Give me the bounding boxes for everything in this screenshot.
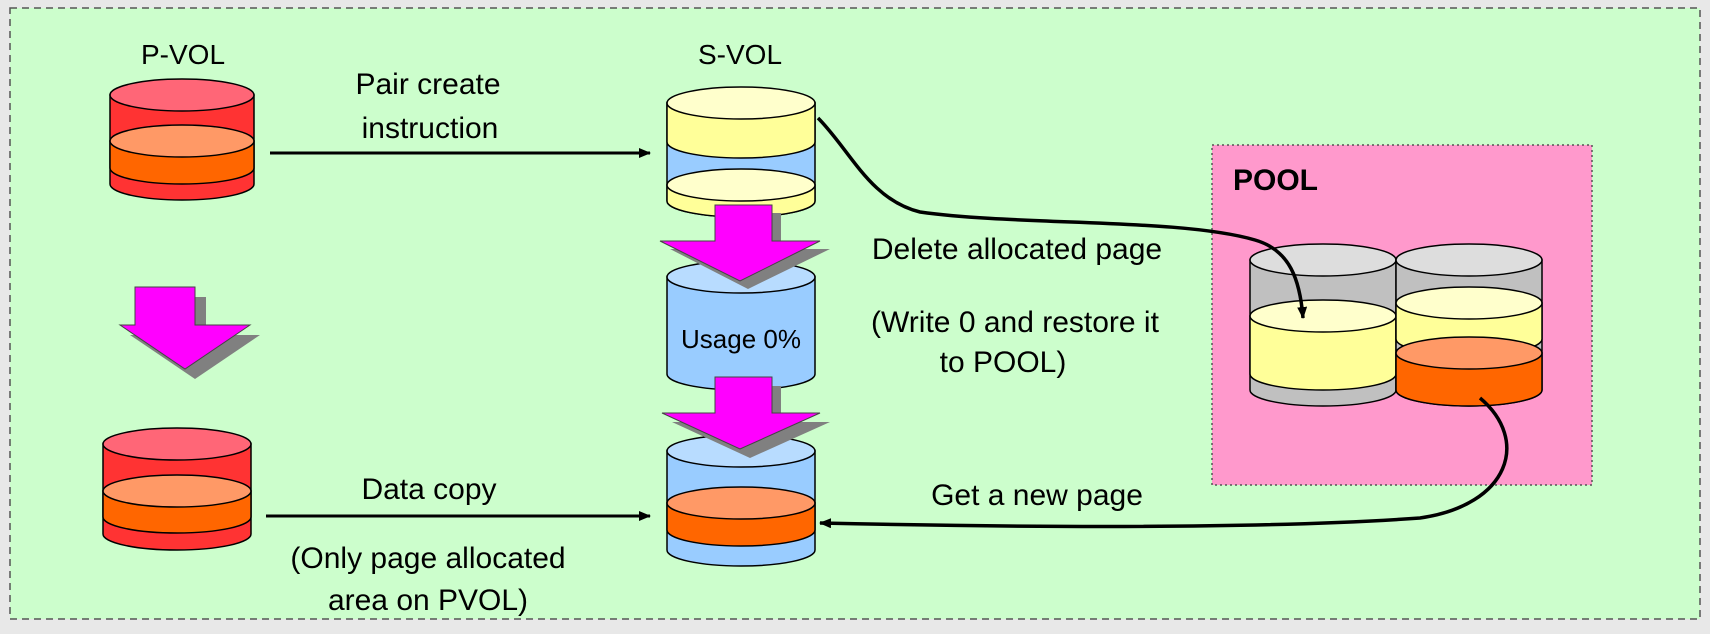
pool-disk-right [1395, 243, 1543, 407]
pvol-down-arrow [118, 286, 260, 379]
pool-label: POOL [1233, 164, 1318, 197]
svol-disk-bottom [666, 434, 816, 567]
write0-label-1: (Write 0 and restore it [871, 306, 1160, 339]
pvol-disk-bottom [102, 427, 252, 551]
pair-create-label-2: instruction [362, 112, 499, 145]
svol-label: S-VOL [698, 39, 782, 70]
pair-create-label-1: Pair create [355, 68, 500, 101]
restore-to-pool-arrow [816, 116, 1308, 319]
pool-disk-left [1249, 243, 1397, 407]
get-new-page-label: Get a new page [931, 479, 1143, 512]
get-new-page-arrow [819, 396, 1509, 529]
delete-page-label: Delete allocated page [872, 233, 1162, 266]
svol-down-arrow-1 [659, 204, 830, 289]
only-page-label-1: (Only page allocated [290, 542, 565, 575]
usage-label: Usage 0% [681, 324, 801, 354]
data-copy-label: Data copy [361, 473, 496, 506]
only-page-label-2: area on PVOL) [328, 584, 528, 617]
svol-down-arrow-2 [661, 376, 830, 458]
write0-label-2: to POOL) [940, 346, 1067, 379]
svol-disk-top [666, 86, 816, 218]
pvol-label: P-VOL [141, 39, 225, 70]
pvol-disk-top [109, 78, 255, 201]
